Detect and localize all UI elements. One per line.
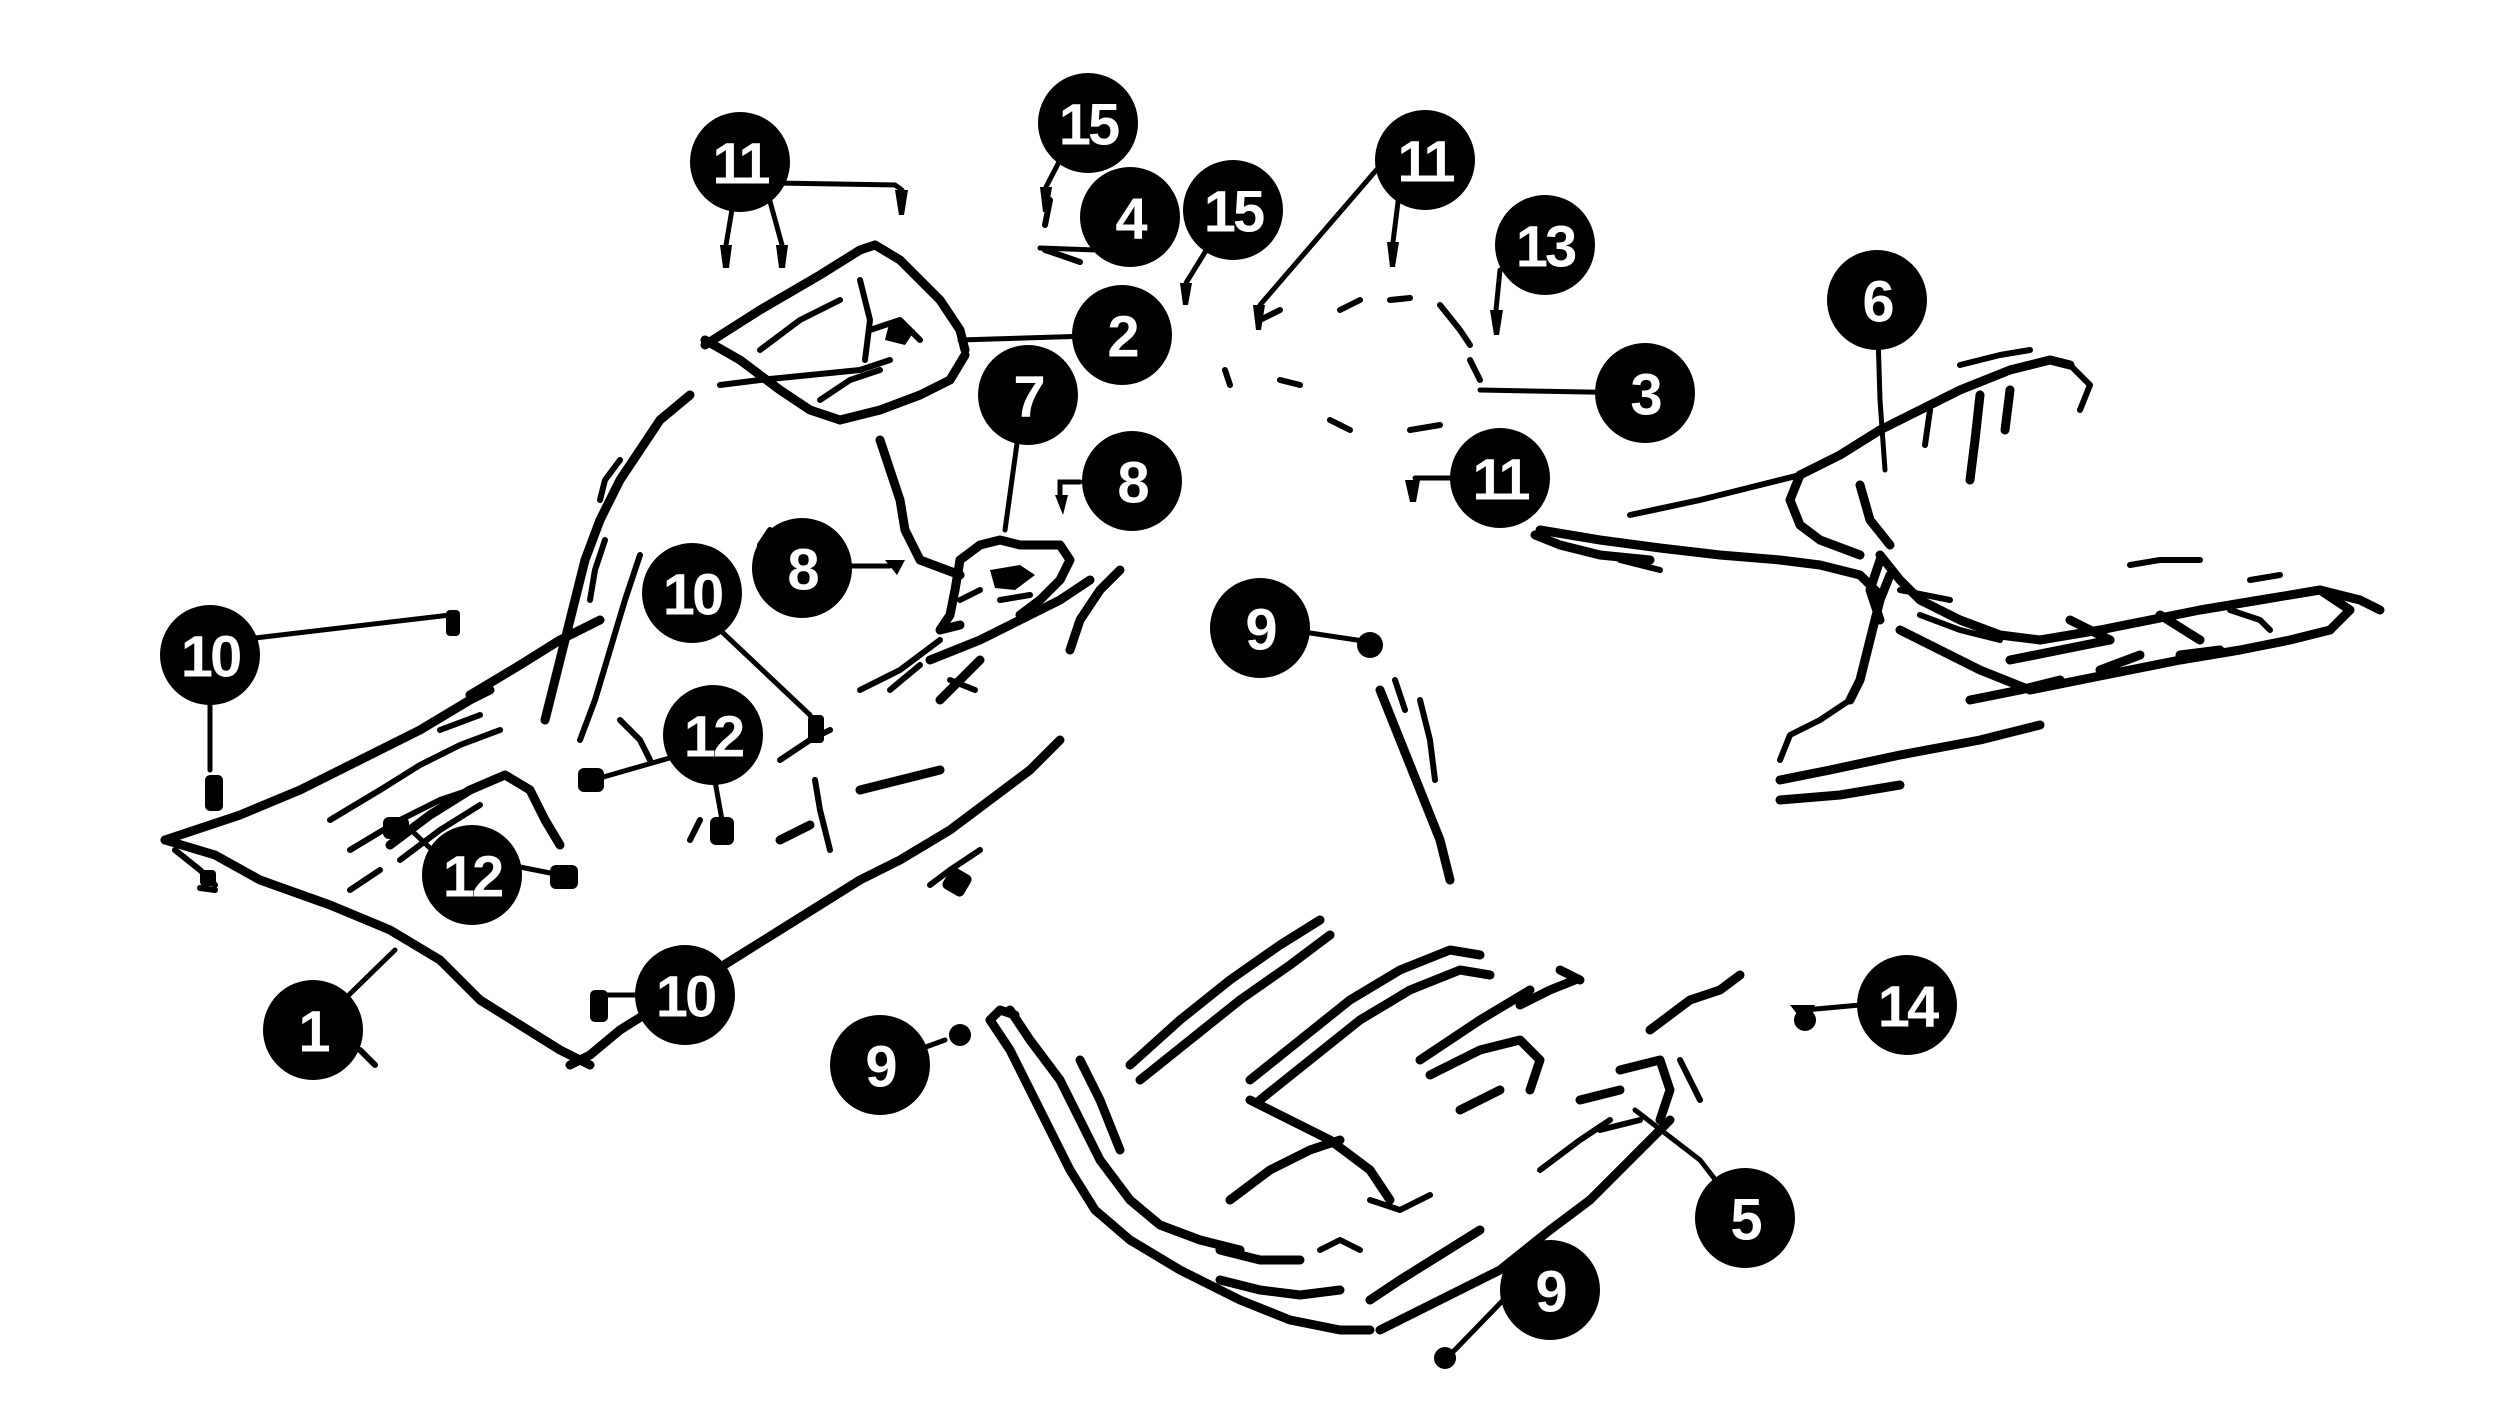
- svg-text:3: 3: [1630, 363, 1661, 428]
- callout-9a: 9: [1210, 578, 1310, 678]
- bolt-icon: [383, 817, 409, 839]
- svg-text:8: 8: [1117, 451, 1148, 516]
- svg-text:4: 4: [1115, 187, 1147, 252]
- callout-13: 13: [1495, 195, 1595, 295]
- svg-text:10: 10: [181, 625, 240, 690]
- callout-15a: 15: [1038, 73, 1138, 173]
- callout-9c: 9: [1500, 1240, 1600, 1340]
- bolt-icon: [590, 990, 608, 1022]
- svg-text:15: 15: [1059, 93, 1119, 158]
- bolt-icon: [578, 768, 604, 792]
- bolt-icon: [710, 817, 734, 845]
- callouts: 1 2 3 4 5 6 7 8 8 9 9 9 10 10 10 11 11 1…: [160, 73, 1957, 1340]
- bolt-icon: [205, 775, 223, 811]
- callout-10a: 10: [160, 605, 260, 705]
- callout-9b: 9: [830, 1015, 930, 1115]
- svg-text:14: 14: [1878, 975, 1939, 1040]
- shifter-plate: [935, 535, 1075, 635]
- callout-1: 1: [263, 980, 363, 1080]
- front-floor-pan: [160, 357, 1125, 1070]
- callout-14: 14: [1857, 955, 1957, 1055]
- svg-text:12: 12: [684, 705, 743, 770]
- screw-icon: [895, 190, 908, 215]
- rear-floor-pan: [985, 677, 1745, 1335]
- callout-11c: 11: [1450, 428, 1550, 528]
- rear-bracket: [1222, 295, 1483, 433]
- svg-text:1: 1: [298, 1000, 329, 1065]
- callout-10b: 10: [642, 543, 742, 643]
- trunk-floor-pan: [1530, 347, 2385, 805]
- svg-text:11: 11: [1397, 130, 1454, 195]
- callout-11a: 11: [690, 112, 790, 212]
- svg-text:11: 11: [1472, 448, 1529, 513]
- callout-8a: 8: [1082, 431, 1182, 531]
- grommet-icon: [1357, 632, 1383, 658]
- svg-text:10: 10: [663, 563, 722, 628]
- callout-6: 6: [1827, 250, 1927, 350]
- svg-text:9: 9: [865, 1035, 896, 1100]
- callout-7: 7: [978, 345, 1078, 445]
- small-bracket: [1042, 197, 1083, 265]
- svg-text:8: 8: [787, 538, 818, 603]
- callout-2: 2: [1072, 285, 1172, 385]
- screw-icon: [1490, 310, 1503, 335]
- svg-text:12: 12: [443, 845, 502, 910]
- callout-4: 4: [1080, 167, 1180, 267]
- svg-text:9: 9: [1535, 1260, 1566, 1325]
- callout-15b: 15: [1183, 160, 1283, 260]
- svg-text:10: 10: [656, 965, 715, 1030]
- callout-11b: 11: [1375, 110, 1475, 210]
- callout-3: 3: [1595, 343, 1695, 443]
- screw-icon: [1387, 242, 1399, 267]
- callout-5: 5: [1695, 1168, 1795, 1268]
- bolt-icon: [808, 715, 824, 743]
- grommet-icon: [949, 1024, 971, 1046]
- screw-icon: [776, 245, 788, 268]
- svg-text:9: 9: [1245, 598, 1276, 663]
- screw-icon: [1040, 187, 1052, 212]
- screw-icon: [1180, 283, 1192, 305]
- svg-text:15: 15: [1204, 180, 1264, 245]
- bolt-icon: [550, 865, 578, 889]
- screw-icon: [1405, 480, 1420, 502]
- svg-text:6: 6: [1862, 270, 1893, 335]
- callout-12b: 12: [422, 825, 522, 925]
- callout-8b: 8: [752, 518, 852, 618]
- svg-text:2: 2: [1107, 305, 1137, 370]
- svg-text:11: 11: [712, 132, 769, 197]
- screw-icon: [1253, 305, 1265, 330]
- svg-text:5: 5: [1730, 1188, 1761, 1253]
- callout-10c: 10: [635, 945, 735, 1045]
- svg-text:7: 7: [1013, 365, 1043, 430]
- svg-text:13: 13: [1516, 215, 1576, 280]
- tunnel-bracket: [700, 240, 970, 425]
- screw-icon: [720, 245, 732, 268]
- callout-12a: 12: [663, 685, 763, 785]
